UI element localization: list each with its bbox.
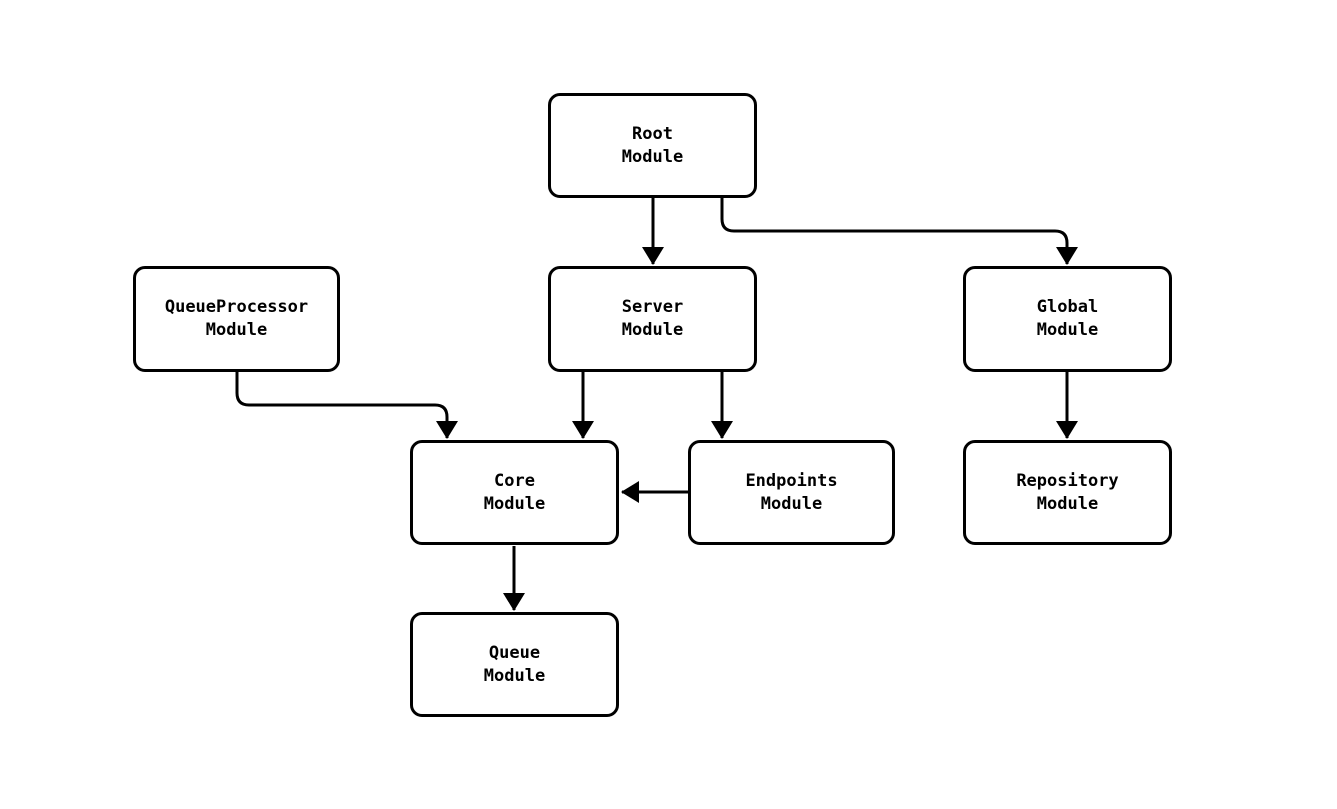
node-queueprocessor-module: QueueProcessor Module: [133, 266, 340, 372]
node-endpoints-module: Endpoints Module: [688, 440, 895, 545]
node-server-module: Server Module: [548, 266, 757, 372]
node-root-module: Root Module: [548, 93, 757, 198]
node-repository-module: Repository Module: [963, 440, 1172, 545]
edge-queueprocessor-to-core: [235, 372, 458, 439]
node-queue-module: Queue Module: [410, 612, 619, 717]
node-core-module: Core Module: [410, 440, 619, 545]
edge-root-to-global: [720, 198, 1078, 265]
node-global-module: Global Module: [963, 266, 1172, 372]
